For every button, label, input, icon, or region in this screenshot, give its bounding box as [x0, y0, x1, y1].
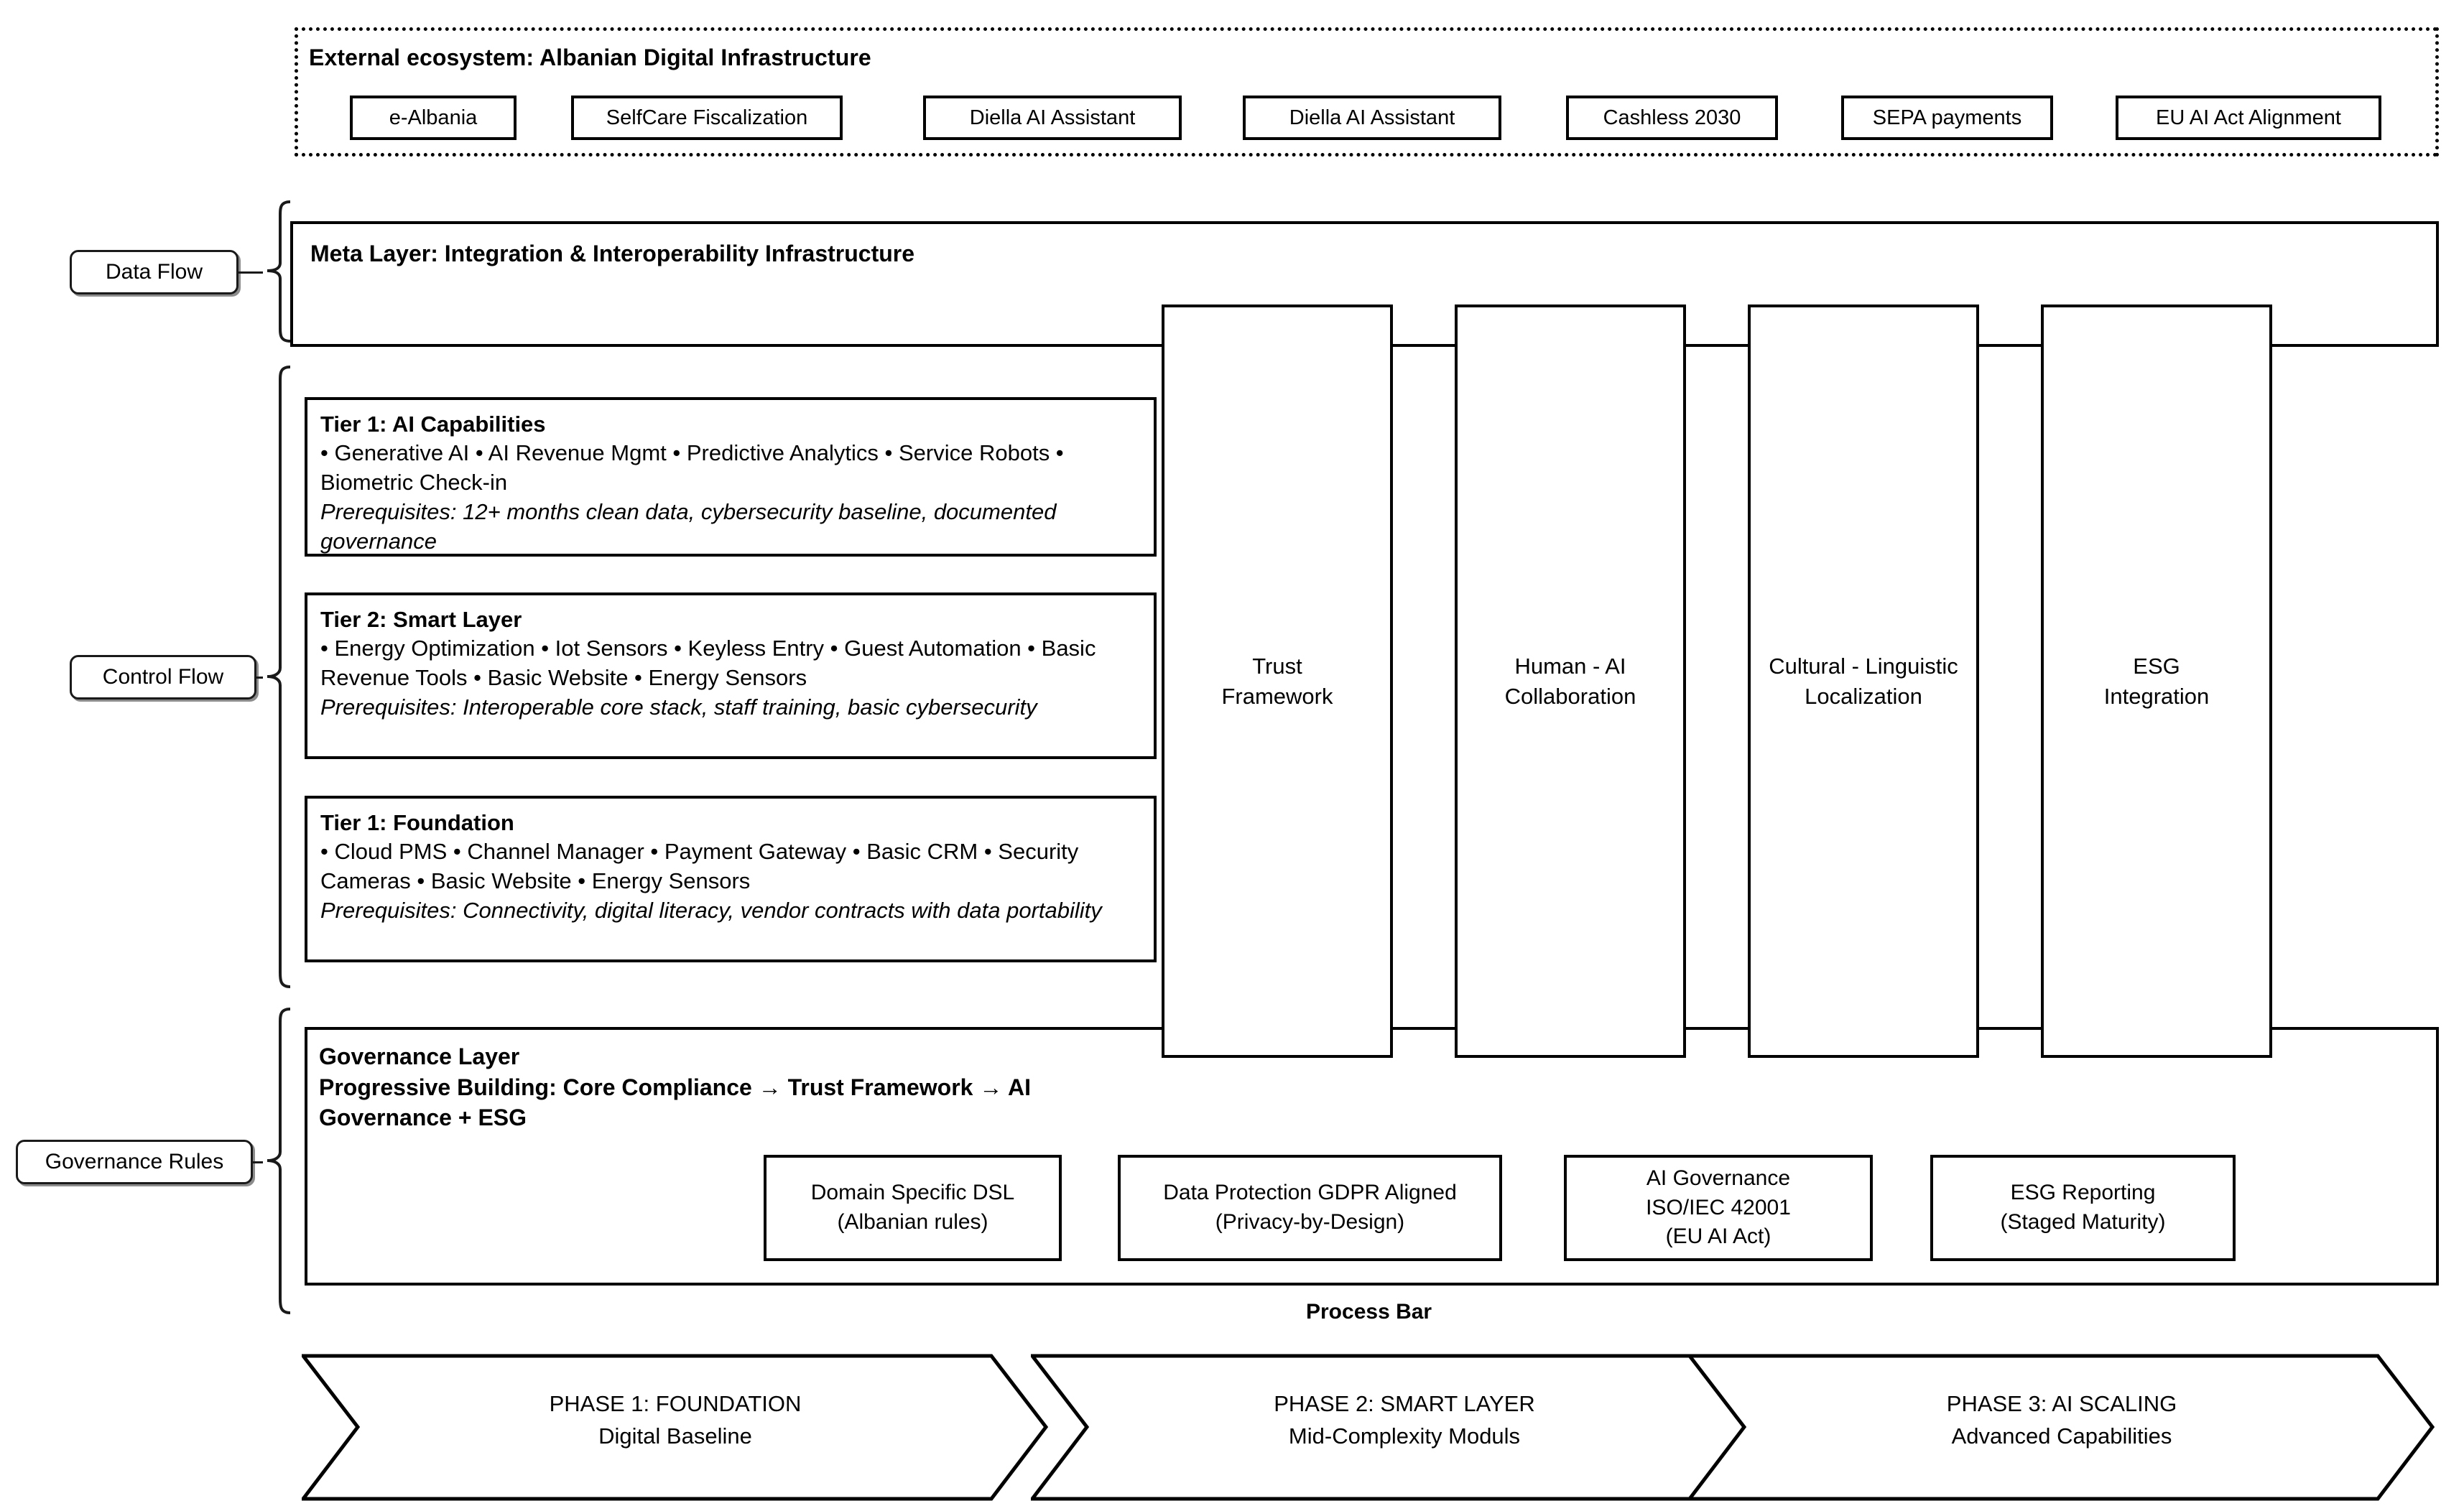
- gov-box-2-line2: ISO/IEC 42001: [1646, 1195, 1791, 1219]
- tier-box-smart-layer: Tier 2: Smart Layer • Energy Optimizatio…: [305, 592, 1157, 759]
- governance-box-ai-governance-iso[interactable]: AI Governance ISO/IEC 42001 (EU AI Act): [1564, 1155, 1873, 1261]
- control-flow-connector: [256, 677, 263, 679]
- external-item-selfcare-fiscalization[interactable]: SelfCare Fiscalization: [571, 96, 843, 140]
- vcol-0-line1: Trust: [1252, 653, 1302, 679]
- vcol-2-line1: Cultural - Linguistic: [1769, 653, 1958, 679]
- governance-rules-brace: [259, 1007, 295, 1316]
- external-item-diella-ai-assistant-1[interactable]: Diella AI Assistant: [923, 96, 1182, 140]
- tier-heading-ai-capabilities: Tier 1: AI Capabilities: [320, 412, 546, 437]
- governance-rules-connector: [253, 1161, 263, 1163]
- external-item-sepa-payments[interactable]: SEPA payments: [1841, 96, 2053, 140]
- external-item-e-albania[interactable]: e-Albania: [350, 96, 517, 140]
- gov-box-0-line2: (Albanian rules): [837, 1210, 988, 1234]
- gov-box-1-line2: (Privacy-by-Design): [1215, 1210, 1405, 1234]
- vcol-3-line2: Integration: [2103, 683, 2210, 709]
- side-label-governance-rules[interactable]: Governance Rules: [16, 1140, 253, 1184]
- vcol-3-line1: ESG: [2133, 653, 2180, 679]
- side-label-data-flow[interactable]: Data Flow: [70, 250, 238, 294]
- phase-chevron-3[interactable]: PHASE 3: AI SCALING Advanced Capabilitie…: [1685, 1354, 2435, 1501]
- tier-list-ai-capabilities: • Generative AI • AI Revenue Mgmt • Pred…: [320, 440, 1064, 496]
- tier-prerequisites-ai-capabilities: Prerequisites: 12+ months clean data, cy…: [320, 499, 1057, 554]
- control-flow-brace: [259, 365, 295, 990]
- phase-chevron-2[interactable]: PHASE 2: SMART LAYER Mid-Complexity Modu…: [1028, 1354, 1778, 1501]
- governance-heading: Governance Layer: [319, 1043, 520, 1069]
- governance-box-esg-reporting[interactable]: ESG Reporting (Staged Maturity): [1930, 1155, 2236, 1261]
- gov-box-1-line1: Data Protection GDPR Aligned: [1163, 1181, 1457, 1205]
- governance-heading-group: Governance Layer Progressive Building: C…: [319, 1041, 1152, 1133]
- tier-prerequisites-foundation: Prerequisites: Connectivity, digital lit…: [320, 898, 1102, 924]
- gov-box-0-line1: Domain Specific DSL: [810, 1181, 1015, 1205]
- external-ecosystem-title: External ecosystem: Albanian Digital Inf…: [309, 45, 871, 70]
- tier-heading-foundation: Tier 1: Foundation: [320, 810, 514, 835]
- vcol-1-line2: Collaboration: [1504, 683, 1636, 709]
- gov-box-2-line3: (EU AI Act): [1665, 1224, 1771, 1249]
- vertical-column-cultural-linguistic-localization[interactable]: Cultural - Linguistic Localization: [1748, 305, 1979, 1058]
- gov-box-2-line1: AI Governance: [1646, 1166, 1791, 1190]
- external-item-cashless-2030[interactable]: Cashless 2030: [1566, 96, 1778, 140]
- vertical-column-trust-framework[interactable]: Trust Framework: [1162, 305, 1393, 1058]
- side-label-control-flow[interactable]: Control Flow: [70, 655, 256, 699]
- external-item-eu-ai-act-alignment[interactable]: EU AI Act Alignment: [2116, 96, 2381, 140]
- data-flow-brace: [259, 200, 295, 343]
- process-bar-label: Process Bar: [1306, 1300, 1432, 1324]
- data-flow-connector: [238, 271, 263, 274]
- tier-box-foundation: Tier 1: Foundation • Cloud PMS • Channel…: [305, 796, 1157, 962]
- external-item-diella-ai-assistant-2[interactable]: Diella AI Assistant: [1243, 96, 1501, 140]
- tier-prerequisites-smart-layer: Prerequisites: Interoperable core stack,…: [320, 694, 1037, 720]
- governance-box-domain-specific-dsl[interactable]: Domain Specific DSL (Albanian rules): [764, 1155, 1062, 1261]
- phase-chevron-1[interactable]: PHASE 1: FOUNDATION Digital Baseline: [299, 1354, 1049, 1501]
- vertical-column-esg-integration[interactable]: ESG Integration: [2041, 305, 2272, 1058]
- tier-heading-smart-layer: Tier 2: Smart Layer: [320, 607, 522, 632]
- tier-box-ai-capabilities: Tier 1: AI Capabilities • Generative AI …: [305, 397, 1157, 557]
- tier-list-foundation: • Cloud PMS • Channel Manager • Payment …: [320, 839, 1079, 894]
- vertical-column-human-ai-collaboration[interactable]: Human - AI Collaboration: [1455, 305, 1686, 1058]
- external-ecosystem-container: [295, 27, 2439, 157]
- vcol-2-line2: Localization: [1805, 683, 1922, 709]
- gov-box-3-line1: ESG Reporting: [2010, 1181, 2156, 1205]
- vcol-1-line1: Human - AI: [1514, 653, 1626, 679]
- meta-layer-title: Meta Layer: Integration & Interoperabili…: [310, 241, 915, 266]
- governance-box-data-protection-gdpr[interactable]: Data Protection GDPR Aligned (Privacy-by…: [1118, 1155, 1502, 1261]
- vcol-0-line2: Framework: [1221, 683, 1333, 709]
- tier-list-smart-layer: • Energy Optimization • Iot Sensors • Ke…: [320, 636, 1096, 691]
- governance-progressive-text: Progressive Building: Core Compliance → …: [319, 1074, 1032, 1131]
- gov-box-3-line2: (Staged Maturity): [2000, 1210, 2166, 1234]
